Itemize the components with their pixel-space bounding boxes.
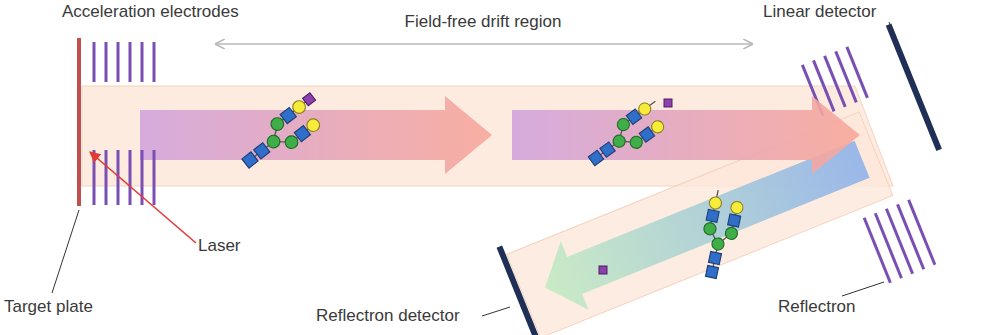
region-label: Field-free drift region — [405, 12, 562, 32]
reflectron-label: Reflectron — [778, 297, 855, 317]
plate-label: Target plate — [4, 297, 93, 317]
detector-label: Linear detector — [763, 2, 876, 22]
electrode-label: Acceleration electrodes — [62, 2, 239, 22]
detector-label: Reflectron detector — [316, 306, 460, 326]
laser-label: Laser — [198, 236, 241, 256]
